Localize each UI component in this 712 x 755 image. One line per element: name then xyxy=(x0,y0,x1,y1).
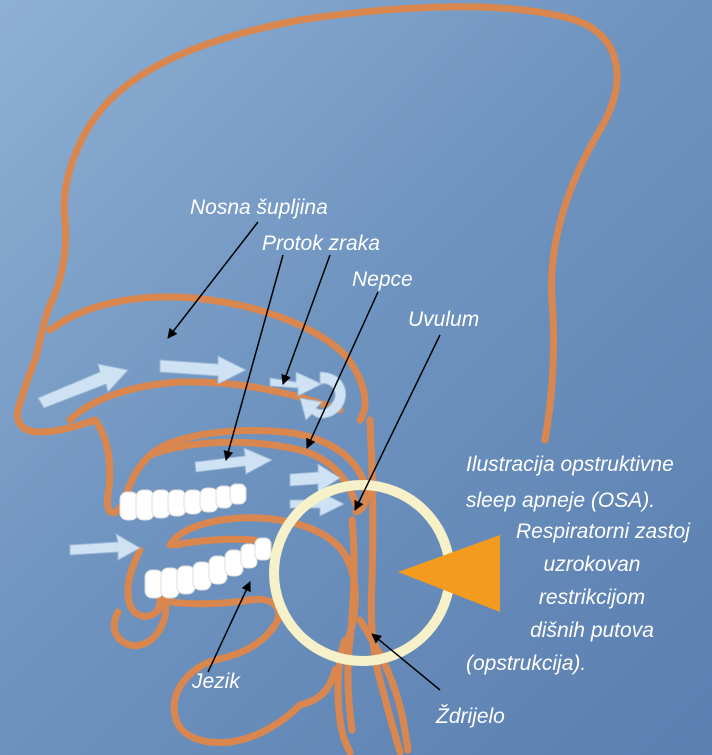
upper-teeth xyxy=(120,484,246,520)
label-pharynx: Ždrijelo xyxy=(436,705,505,729)
description-line-6: dišnih putova xyxy=(530,619,654,643)
label-palate: Nepce xyxy=(352,268,413,292)
lower-teeth xyxy=(145,538,271,598)
label-airflow: Protok zraka xyxy=(262,232,380,256)
description-line-3: Respiratorni zastoj xyxy=(516,520,690,544)
airflow-arrow-1 xyxy=(38,364,128,408)
callout-lines xyxy=(168,222,440,690)
airflow-arrow-5 xyxy=(195,448,272,474)
airflow-arrow-8 xyxy=(70,534,140,560)
callout-nasal-cavity xyxy=(168,222,258,338)
description-line-5: restrikcijom xyxy=(539,586,645,610)
label-tongue: Jezik xyxy=(192,670,240,694)
label-uvula: Uvulum xyxy=(408,308,479,332)
description-line-4: uzrokovan xyxy=(544,553,641,577)
label-nasal-cavity: Nosna šupljina xyxy=(190,196,328,220)
description-line-2: sleep apneje (OSA). xyxy=(466,489,655,513)
description-line-7: (opstrukcija). xyxy=(466,652,586,676)
description-line-1: Ilustracija opstruktivne xyxy=(466,453,674,477)
